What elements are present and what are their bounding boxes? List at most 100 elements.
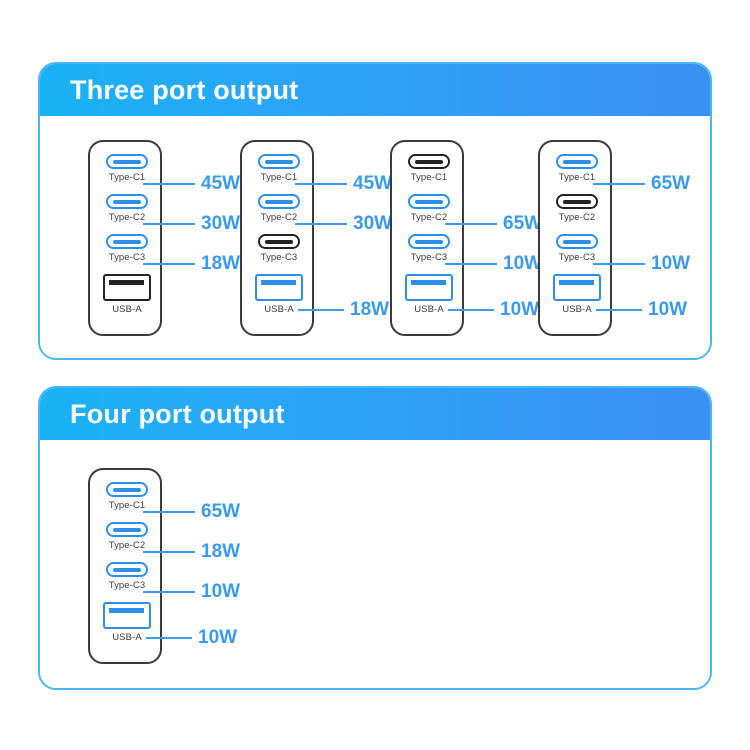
port-slot-type-c2: Type-C2 (90, 522, 164, 562)
port-label: USB-A (112, 632, 142, 643)
port-label: USB-A (562, 304, 592, 315)
usb-a-port-icon (103, 602, 151, 629)
port-slot-usb-a: USB-A (540, 274, 614, 315)
wattage-label: 10W (503, 252, 543, 274)
port-slot-usb-a: USB-A (392, 274, 466, 315)
usb-a-port-icon (103, 274, 151, 301)
type-c-port-icon (556, 194, 598, 209)
wattage-label: 18W (201, 252, 241, 274)
usb-a-port-icon (405, 274, 453, 301)
port-label: Type-C2 (410, 212, 448, 223)
leader-line (298, 308, 344, 311)
leader-line (143, 550, 195, 553)
port-label: Type-C1 (410, 172, 448, 183)
leader-line (593, 262, 645, 265)
leader-line (445, 262, 497, 265)
wattage-label: 10W (500, 298, 540, 320)
section-header-four-port: Four port output (40, 388, 710, 440)
section-title-four-port: Four port output (70, 398, 285, 429)
port-label: Type-C3 (558, 252, 596, 263)
type-c-port-icon (106, 482, 148, 497)
port-slot-usb-a: USB-A (90, 274, 164, 315)
port-slot-type-c1: Type-C1 (90, 154, 164, 194)
type-c-port-icon (258, 194, 300, 209)
leader-line (593, 182, 645, 185)
wattage-label: 30W (201, 212, 241, 234)
leader-line (295, 222, 347, 225)
port-label: Type-C2 (108, 212, 146, 223)
wattage-label: 10W (648, 298, 688, 320)
leader-line (596, 308, 642, 311)
wattage-label: 65W (651, 172, 691, 194)
port-slot-type-c3: Type-C3 (90, 234, 164, 274)
port-label: USB-A (112, 304, 142, 315)
port-slot-type-c3: Type-C3 (242, 234, 316, 274)
leader-line (146, 636, 192, 639)
port-slot-type-c3: Type-C3 (392, 234, 466, 274)
wattage-label: 10W (651, 252, 691, 274)
wattage-label: 45W (353, 172, 393, 194)
port-slot-type-c3: Type-C3 (540, 234, 614, 274)
port-slot-type-c2: Type-C2 (540, 194, 614, 234)
type-c-port-icon (556, 234, 598, 249)
port-label: Type-C1 (260, 172, 298, 183)
port-label: Type-C3 (108, 252, 146, 263)
port-label: Type-C1 (108, 172, 146, 183)
wattage-label: 10W (198, 626, 238, 648)
wattage-label: 65W (503, 212, 543, 234)
type-c-port-icon (556, 154, 598, 169)
type-c-port-icon (258, 234, 300, 249)
port-label: Type-C1 (558, 172, 596, 183)
leader-line (143, 590, 195, 593)
port-slot-type-c2: Type-C2 (242, 194, 316, 234)
wattage-label: 30W (353, 212, 393, 234)
wattage-label: 45W (201, 172, 241, 194)
leader-line (143, 222, 195, 225)
type-c-port-icon (408, 194, 450, 209)
port-slot-type-c1: Type-C1 (242, 154, 316, 194)
port-label: Type-C3 (410, 252, 448, 263)
type-c-port-icon (106, 154, 148, 169)
type-c-port-icon (106, 522, 148, 537)
leader-line (143, 182, 195, 185)
port-label: USB-A (264, 304, 294, 315)
section-header-three-port: Three port output (40, 64, 710, 116)
type-c-port-icon (106, 234, 148, 249)
port-label: Type-C1 (108, 500, 146, 511)
usb-a-port-icon (553, 274, 601, 301)
port-slot-usb-a: USB-A (90, 602, 164, 643)
leader-line (295, 182, 347, 185)
type-c-port-icon (258, 154, 300, 169)
port-slot-type-c2: Type-C2 (392, 194, 466, 234)
port-slot-type-c3: Type-C3 (90, 562, 164, 602)
port-label: USB-A (414, 304, 444, 315)
wattage-label: 18W (201, 540, 241, 562)
port-label: Type-C3 (108, 580, 146, 591)
usb-a-port-icon (255, 274, 303, 301)
wattage-label: 65W (201, 500, 241, 522)
type-c-port-icon (106, 562, 148, 577)
wattage-label: 18W (350, 298, 390, 320)
port-slot-usb-a: USB-A (242, 274, 316, 315)
leader-line (143, 262, 195, 265)
type-c-port-icon (106, 194, 148, 209)
port-slot-type-c1: Type-C1 (90, 482, 164, 522)
section-title-three-port: Three port output (70, 74, 299, 105)
leader-line (445, 222, 497, 225)
port-slot-type-c2: Type-C2 (90, 194, 164, 234)
